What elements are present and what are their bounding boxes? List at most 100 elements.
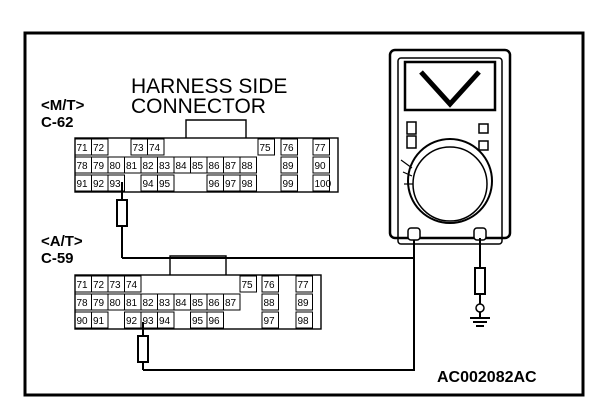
c62-pin-cell xyxy=(257,138,275,156)
ground-icon xyxy=(470,312,490,327)
c59-pin-74: 74 xyxy=(126,280,138,291)
c62-pin-87: 87 xyxy=(225,161,237,172)
c59-pin-87: 87 xyxy=(225,298,237,309)
heading-line1: HARNESS SIDE xyxy=(131,75,287,98)
c62-pin-85: 85 xyxy=(192,161,204,172)
c59-pin-cell xyxy=(295,293,313,311)
meter-button-left-2 xyxy=(406,135,417,149)
meter-dial-outer xyxy=(407,138,493,224)
c62-pin-cell xyxy=(280,138,298,156)
c59-pin-97: 97 xyxy=(264,316,276,327)
ground-lead xyxy=(474,238,486,313)
at-label: <A/T> xyxy=(41,233,83,250)
c59-pin-78: 78 xyxy=(77,298,89,309)
c59-pin-91: 91 xyxy=(93,316,105,327)
c62-pin-cell xyxy=(91,138,109,156)
c62-pin-89: 89 xyxy=(283,161,295,172)
c62-pin-81: 81 xyxy=(126,161,138,172)
c62-pin-cell xyxy=(157,174,175,192)
c62-pin-74: 74 xyxy=(149,143,161,154)
c62-pin-93: 93 xyxy=(110,179,122,190)
c62-pin-cell xyxy=(239,174,257,192)
c59-pin-79: 79 xyxy=(93,298,105,309)
c59-pin-cell xyxy=(206,311,224,329)
c62-pin-92: 92 xyxy=(93,179,105,190)
lead-wire-c59 xyxy=(143,258,415,371)
at-connector-label: C-59 xyxy=(41,250,74,267)
c62-pin-77: 77 xyxy=(315,143,327,154)
com-jack xyxy=(407,227,421,241)
meter-button-left xyxy=(406,121,417,135)
figure-code: AC002082AC xyxy=(437,369,537,386)
c62-pin-cell xyxy=(280,174,298,192)
c59-pin-93: 93 xyxy=(143,316,155,327)
c59-pin-88: 88 xyxy=(264,298,276,309)
c59-pin-94: 94 xyxy=(159,316,171,327)
probe-icon xyxy=(137,322,149,370)
c62-pin-78: 78 xyxy=(77,161,89,172)
c59-pin-89: 89 xyxy=(298,298,310,309)
c62-pin-76: 76 xyxy=(283,143,295,154)
c62-pin-82: 82 xyxy=(143,161,155,172)
c62-pin-96: 96 xyxy=(209,179,221,190)
c62-pin-97: 97 xyxy=(225,179,237,190)
c62-pin-cell xyxy=(312,138,330,156)
c59-pin-85: 85 xyxy=(192,298,204,309)
c62-pin-91: 91 xyxy=(77,179,89,190)
connector-c59-key xyxy=(169,255,227,275)
c59-pin-72: 72 xyxy=(93,280,105,291)
c62-pin-86: 86 xyxy=(209,161,221,172)
c59-pin-75: 75 xyxy=(242,280,254,291)
c62-pin-95: 95 xyxy=(159,179,171,190)
c59-pin-73: 73 xyxy=(110,280,122,291)
c59-pin-71: 71 xyxy=(77,280,89,291)
c59-pin-cell xyxy=(91,311,109,329)
c62-pin-cell xyxy=(239,156,257,174)
c62-pin-99: 99 xyxy=(283,179,295,190)
c62-pin-100: 100 xyxy=(315,179,332,190)
c59-pin-cell xyxy=(295,311,313,329)
c59-pin-76: 76 xyxy=(264,280,276,291)
c59-pin-cell xyxy=(261,311,279,329)
c59-pin-90: 90 xyxy=(77,316,89,327)
c59-pin-cell xyxy=(295,275,313,293)
probe-icon xyxy=(474,267,486,295)
c62-pin-cell xyxy=(280,156,298,174)
probe-icon xyxy=(116,182,128,258)
c62-pin-94: 94 xyxy=(143,179,155,190)
c59-pin-80: 80 xyxy=(110,298,122,309)
c59-pin-84: 84 xyxy=(176,298,188,309)
c59-pin-98: 98 xyxy=(298,316,310,327)
c59-pin-92: 92 xyxy=(126,316,138,327)
multimeter-inner xyxy=(397,57,503,245)
c59-pin-81: 81 xyxy=(126,298,138,309)
c62-pin-83: 83 xyxy=(159,161,171,172)
voltmeter-v-icon xyxy=(419,70,481,108)
c62-pin-98: 98 xyxy=(242,179,254,190)
mt-label: <M/T> xyxy=(41,97,85,114)
c59-pin-cell xyxy=(261,293,279,311)
c62-pin-72: 72 xyxy=(93,143,105,154)
c62-pin-cell xyxy=(312,156,330,174)
c59-pin-82: 82 xyxy=(143,298,155,309)
multimeter xyxy=(388,48,512,245)
meter-button-right-2 xyxy=(478,140,489,151)
c59-pin-cell xyxy=(261,275,279,293)
connector-c62-key xyxy=(185,119,247,138)
meter-button-right xyxy=(478,123,489,134)
c59-pin-77: 77 xyxy=(298,280,310,291)
c59-pin-96: 96 xyxy=(209,316,221,327)
c62-pin-84: 84 xyxy=(176,161,188,172)
mt-connector-label: C-62 xyxy=(41,114,74,131)
figure-frame xyxy=(23,31,585,397)
c62-pin-90: 90 xyxy=(315,161,327,172)
c59-pin-cell xyxy=(223,293,241,311)
c62-pin-cell xyxy=(312,174,330,192)
lead-wire-c62 xyxy=(122,236,415,259)
c62-pin-cell xyxy=(147,138,165,156)
heading-line2: CONNECTOR xyxy=(131,95,266,118)
c62-pin-73: 73 xyxy=(133,143,145,154)
c62-pin-80: 80 xyxy=(110,161,122,172)
